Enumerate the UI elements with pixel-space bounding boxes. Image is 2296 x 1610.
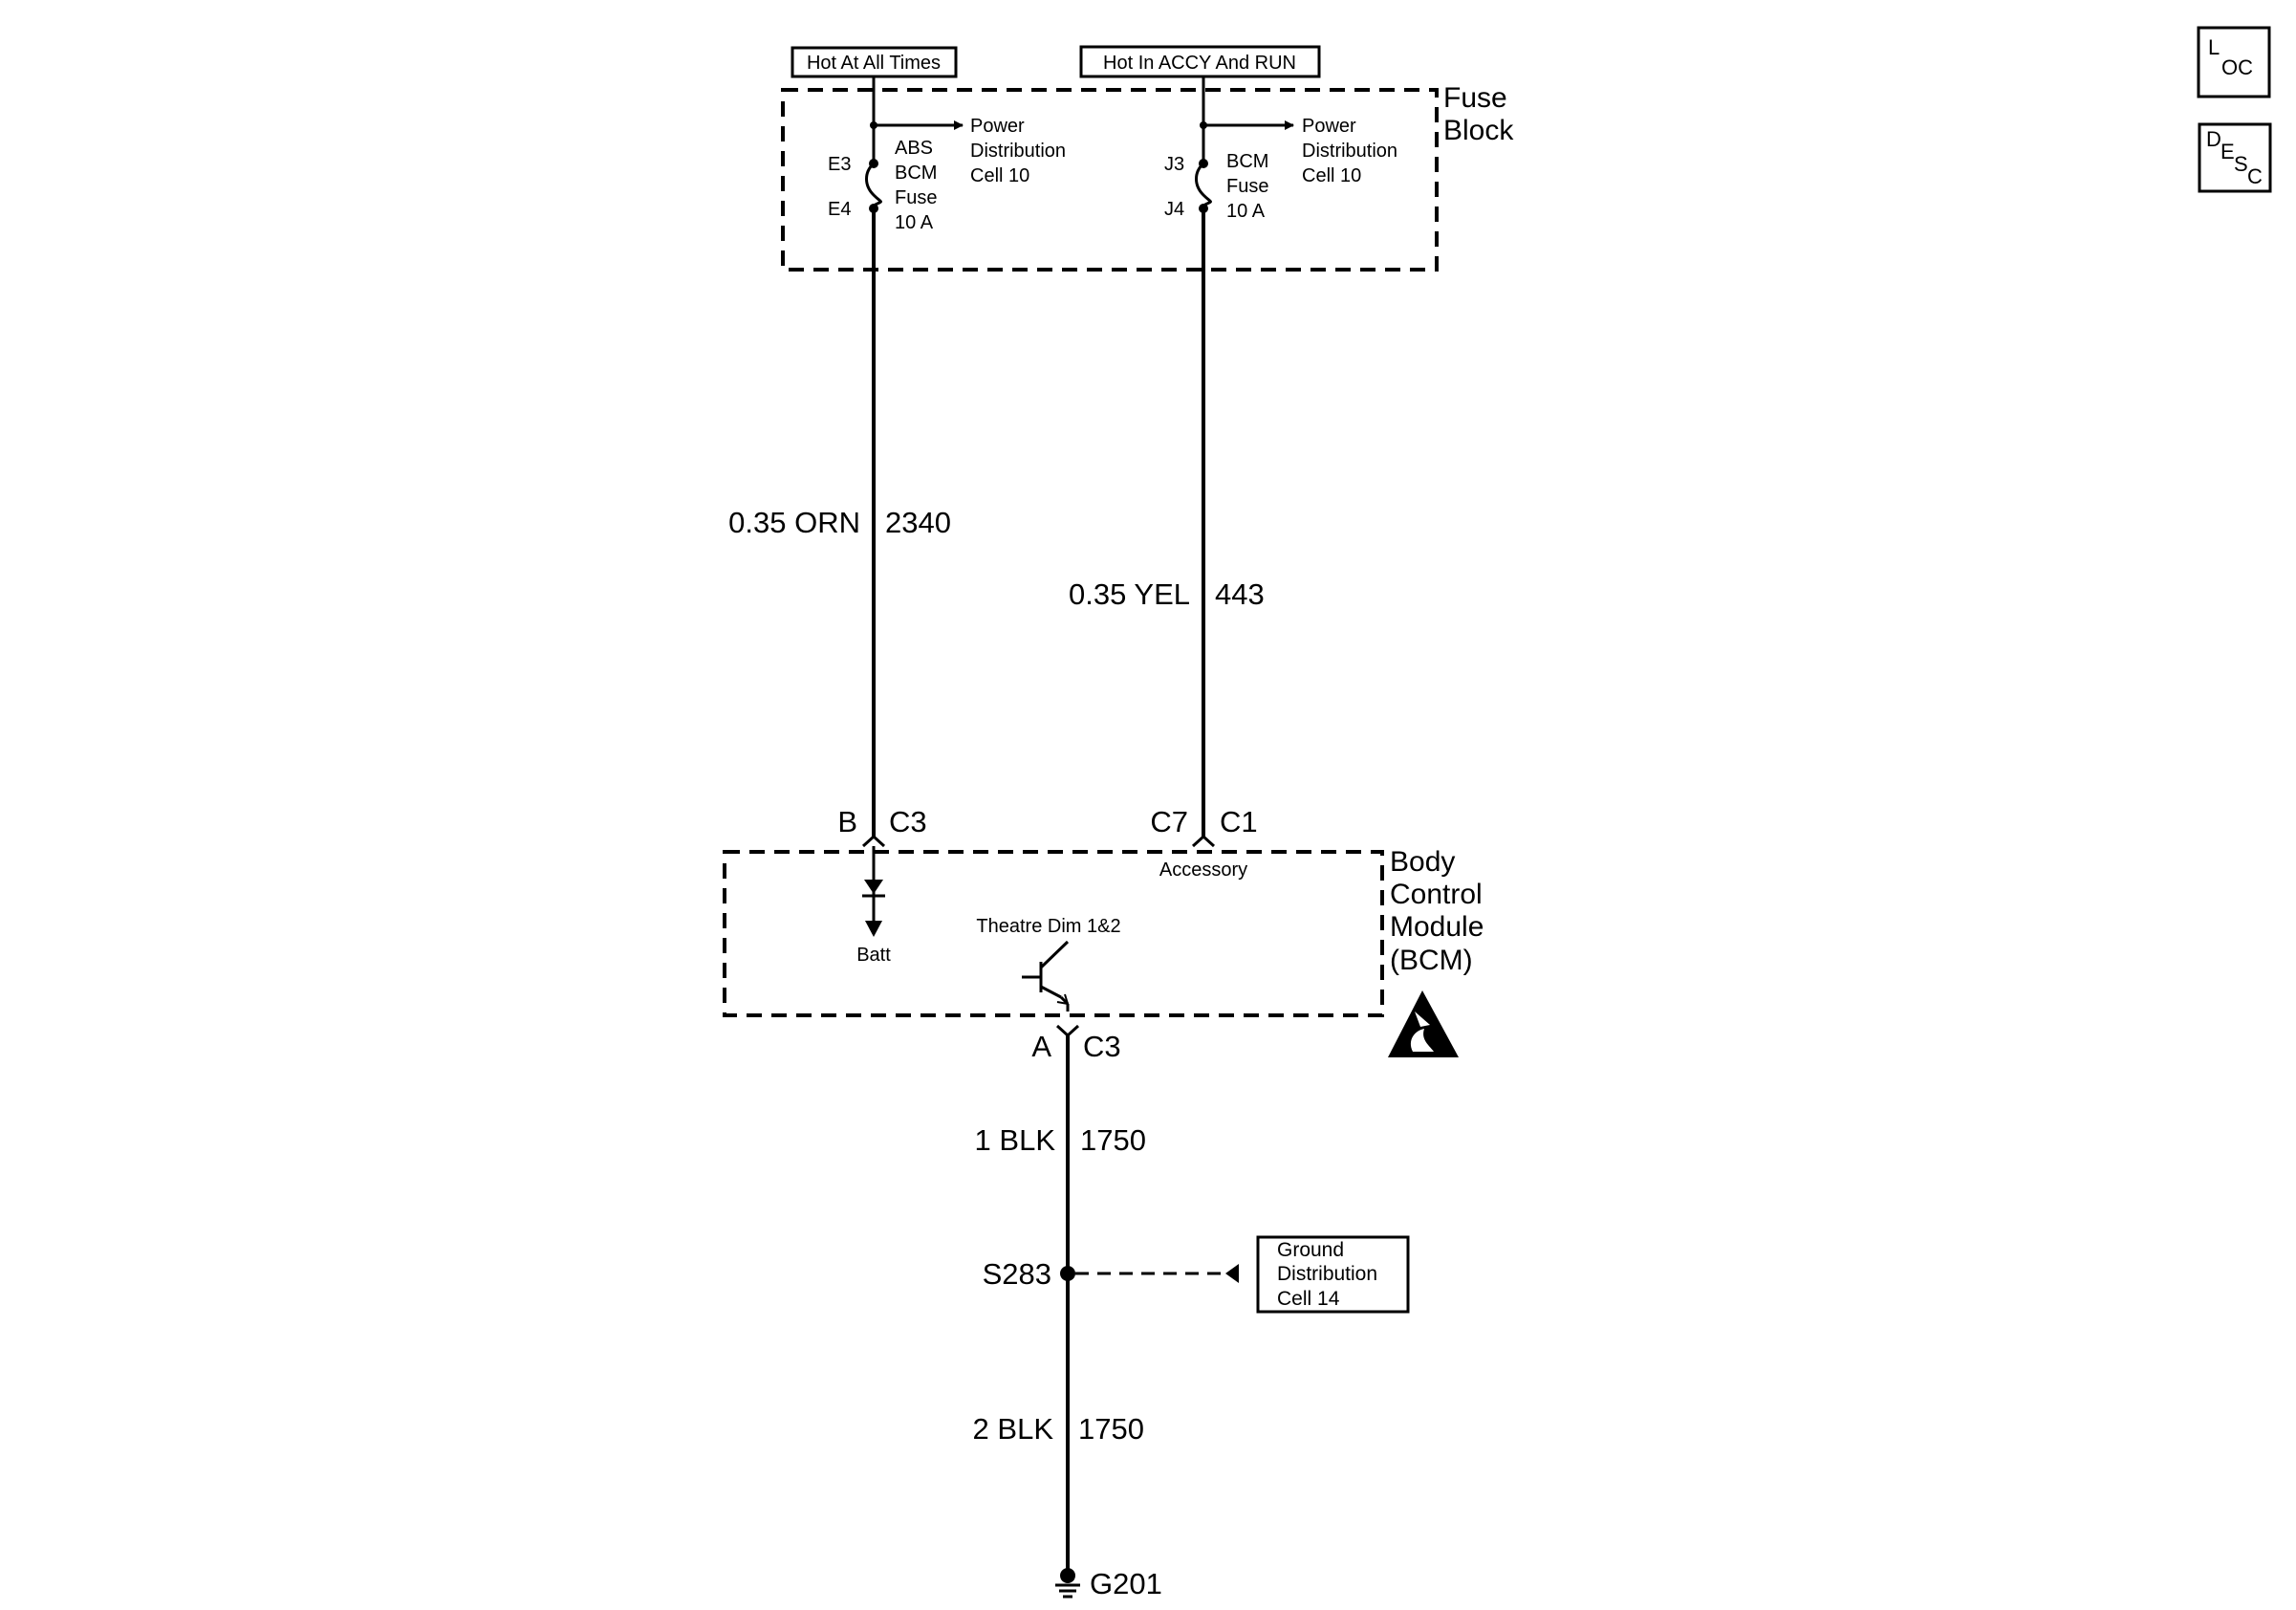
connector-a-c3: A C3 xyxy=(1031,1024,1121,1063)
ground-ref-text: Cell 14 xyxy=(1277,1288,1340,1310)
bcm-title: (BCM) xyxy=(1390,945,1473,976)
loc-icon-letters: OC xyxy=(2221,55,2253,79)
fuse-name-line: Fuse xyxy=(895,187,937,208)
ground-ref-text: Distribution xyxy=(1277,1263,1377,1285)
connector-id: C3 xyxy=(889,805,927,838)
circuit-number-label: 443 xyxy=(1215,577,1265,611)
fuse-rating: 10 A xyxy=(1226,201,1266,222)
fuse-name-line: BCM xyxy=(895,163,937,184)
wire-spec-label: 2 BLK xyxy=(973,1412,1054,1446)
accessory-label: Accessory xyxy=(1159,859,1247,881)
power-distribution-link[interactable]: Power xyxy=(1302,116,1356,137)
wire-spec-label: 0.35 ORN xyxy=(728,506,860,539)
ground-g201: G201 xyxy=(1055,1567,1162,1600)
splice-s283[interactable]: S283 xyxy=(983,1257,1075,1291)
batt-input: Batt xyxy=(856,846,891,966)
power-distribution-link[interactable]: Distribution xyxy=(1302,141,1397,162)
circuit-number-label: 1750 xyxy=(1080,1123,1146,1157)
desc-icon-letter: E xyxy=(2220,140,2235,163)
hot-at-all-times-label: Hot At All Times xyxy=(791,46,958,78)
fuse-terminal-e4: E4 xyxy=(828,199,851,220)
fuse-name-line: ABS xyxy=(895,138,933,159)
connector-pin: C7 xyxy=(1150,805,1188,838)
power-distribution-link[interactable]: Cell 10 xyxy=(1302,165,1361,186)
batt-label: Batt xyxy=(856,945,891,966)
bcm-title: Control xyxy=(1390,879,1483,910)
connector-b-c3: B C3 xyxy=(837,805,927,848)
fuse-terminal-j4: J4 xyxy=(1164,199,1184,220)
fuse-name-line: Fuse xyxy=(1226,176,1268,197)
ground-distribution-link[interactable]: Ground Distribution Cell 14 xyxy=(1256,1235,1410,1314)
loc-icon[interactable]: L OC xyxy=(2197,26,2271,98)
circuit-number-label: 2340 xyxy=(885,506,951,539)
fuse-terminal-j3: J3 xyxy=(1164,154,1184,175)
desc-icon-letter: D xyxy=(2206,127,2221,151)
desc-icon-letter: S xyxy=(2234,152,2248,176)
power-distribution-link[interactable]: Power xyxy=(970,116,1025,137)
theatre-dim-transistor: Theatre Dim 1&2 xyxy=(976,916,1121,1012)
left-fuse: E3 E4 ABS BCM Fuse 10 A Power Distributi… xyxy=(828,76,1066,233)
fuse-block-title-2: Block xyxy=(1443,115,1514,146)
desc-icon[interactable]: D E S C xyxy=(2198,122,2272,193)
ground-ref-text: Ground xyxy=(1277,1239,1344,1261)
hot-in-accy-run-label: Hot In ACCY And RUN xyxy=(1079,45,1321,78)
desc-icon-letter: C xyxy=(2247,164,2263,188)
hot-in-accy-run-text: Hot In ACCY And RUN xyxy=(1103,53,1296,74)
fuse-block-title: Fuse xyxy=(1443,82,1507,114)
fuse-block-outline xyxy=(781,88,1439,272)
connector-pin: A xyxy=(1031,1030,1051,1063)
wire-spec-label: 1 BLK xyxy=(975,1123,1056,1157)
ground-label: G201 xyxy=(1090,1567,1162,1600)
connector-c7-c1: C7 C1 xyxy=(1150,805,1258,848)
connector-pin: B xyxy=(837,805,857,838)
ground-ref-arrow-icon xyxy=(1225,1264,1239,1283)
right-fuse: J3 J4 BCM Fuse 10 A Power Distribution C… xyxy=(1164,76,1397,222)
fuse-rating: 10 A xyxy=(895,212,934,233)
theatre-dim-label: Theatre Dim 1&2 xyxy=(976,916,1120,937)
bcm-title: Module xyxy=(1390,911,1484,943)
bcm-outline xyxy=(723,850,1384,1017)
fuse-name-line: BCM xyxy=(1226,151,1268,172)
loc-icon-letter: L xyxy=(2208,35,2220,59)
fuse-terminal-e3: E3 xyxy=(828,154,851,175)
circuit-number-label: 1750 xyxy=(1078,1412,1144,1446)
connector-id: C3 xyxy=(1083,1030,1121,1063)
hot-at-all-times-text: Hot At All Times xyxy=(807,53,941,74)
power-distribution-link[interactable]: Cell 10 xyxy=(970,165,1029,186)
splice-label: S283 xyxy=(983,1257,1051,1291)
esd-warning-icon xyxy=(1388,990,1459,1057)
power-distribution-link[interactable]: Distribution xyxy=(970,141,1066,162)
bcm-title: Body xyxy=(1390,846,1455,878)
wire-spec-label: 0.35 YEL xyxy=(1069,577,1190,611)
connector-id: C1 xyxy=(1220,805,1258,838)
